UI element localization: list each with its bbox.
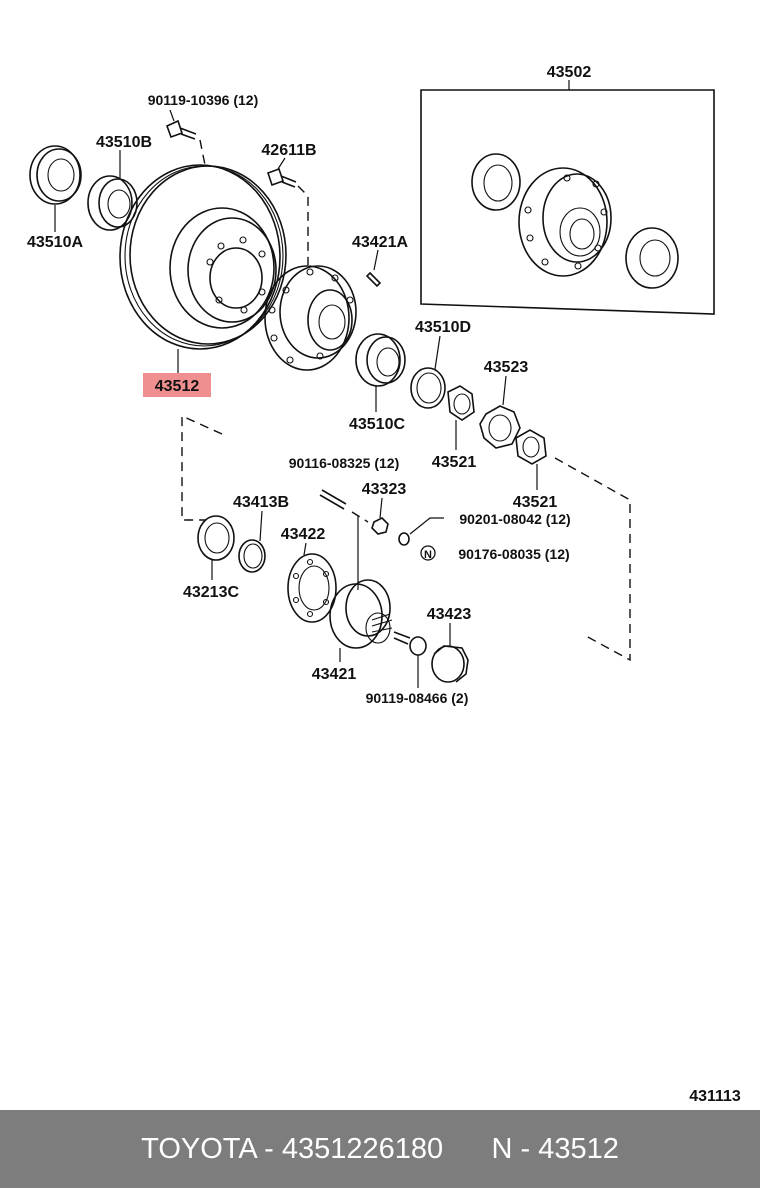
label-42611B: 42611B <box>261 142 316 159</box>
nut-43521-upper <box>447 385 475 450</box>
footer-bar: TOYOTA - 4351226180 N - 43512 <box>0 1110 760 1188</box>
label-43413B: 43413B <box>233 494 289 511</box>
label-90119-10396: 90119-10396 (12) <box>148 92 259 108</box>
lower-dashed-outline <box>181 414 631 662</box>
snap-ring-43413B <box>238 510 266 573</box>
bolt-90119-08466 <box>393 631 427 688</box>
oil-seal-43213C <box>197 515 235 580</box>
nut-43521-lower <box>515 429 547 490</box>
label-43512: 43512 <box>155 378 200 395</box>
gasket-43422 <box>287 542 337 623</box>
bearing-43510C <box>355 333 406 412</box>
label-43510D: 43510D <box>415 319 471 336</box>
footer-spacer <box>443 1133 491 1166</box>
label-43521-lower: 43521 <box>513 494 558 511</box>
lock-washer-43523 <box>479 375 521 449</box>
assembly-box-43502 <box>420 80 715 315</box>
label-43423: 43423 <box>427 606 472 623</box>
label-90116-08325: 90116-08325 (12) <box>289 455 400 471</box>
bearing-43510B <box>87 150 138 231</box>
label-43421: 43421 <box>312 666 357 683</box>
n-mark-letter: N <box>424 549 432 561</box>
parts-diagram: 43502 90119-10396 (12) 43510B 42611B 435… <box>27 64 741 1105</box>
label-43510B: 43510B <box>96 134 152 151</box>
assembly-oil-seal <box>471 153 521 211</box>
n-mark-icon: N <box>420 545 436 561</box>
label-90119-08466: 90119-08466 (2) <box>366 690 469 706</box>
hub-cap-43423 <box>431 623 469 683</box>
footer-reference: N - 43512 <box>491 1132 619 1165</box>
highlight-43512 <box>143 373 211 397</box>
label-43510A: 43510A <box>27 234 83 251</box>
label-43213C: 43213C <box>183 584 239 601</box>
washer-43510D <box>410 335 446 409</box>
label-90176-08035: 90176-08035 (12) <box>458 546 569 562</box>
bolt-90119-10396 <box>165 109 206 166</box>
label-43510C: 43510C <box>349 416 405 433</box>
label-43323: 43323 <box>362 481 407 498</box>
assembly-hub <box>518 167 612 277</box>
label-43422: 43422 <box>281 526 326 543</box>
label-43502: 43502 <box>547 64 592 81</box>
label-90201-08042: 90201-08042 (12) <box>459 511 570 527</box>
bolt-42611B <box>266 157 309 265</box>
nut-43323 <box>371 497 389 535</box>
label-43421A: 43421A <box>352 234 408 251</box>
label-43521-upper: 43521 <box>432 454 477 471</box>
pin-43421A <box>365 249 382 288</box>
oil-seal-43510A <box>29 145 82 232</box>
label-43523: 43523 <box>484 359 529 376</box>
flange-43421 <box>329 516 393 662</box>
footer-part-number: TOYOTA - 4351226180 <box>141 1132 444 1165</box>
figure-number: 431113 <box>689 1088 741 1105</box>
washer-90201-08042 <box>398 517 444 546</box>
disc-rotor-43512 <box>119 164 287 373</box>
assembly-bearing <box>625 227 679 289</box>
axle-hub <box>264 265 357 371</box>
stud-bolt-90116-08325 <box>319 489 369 523</box>
